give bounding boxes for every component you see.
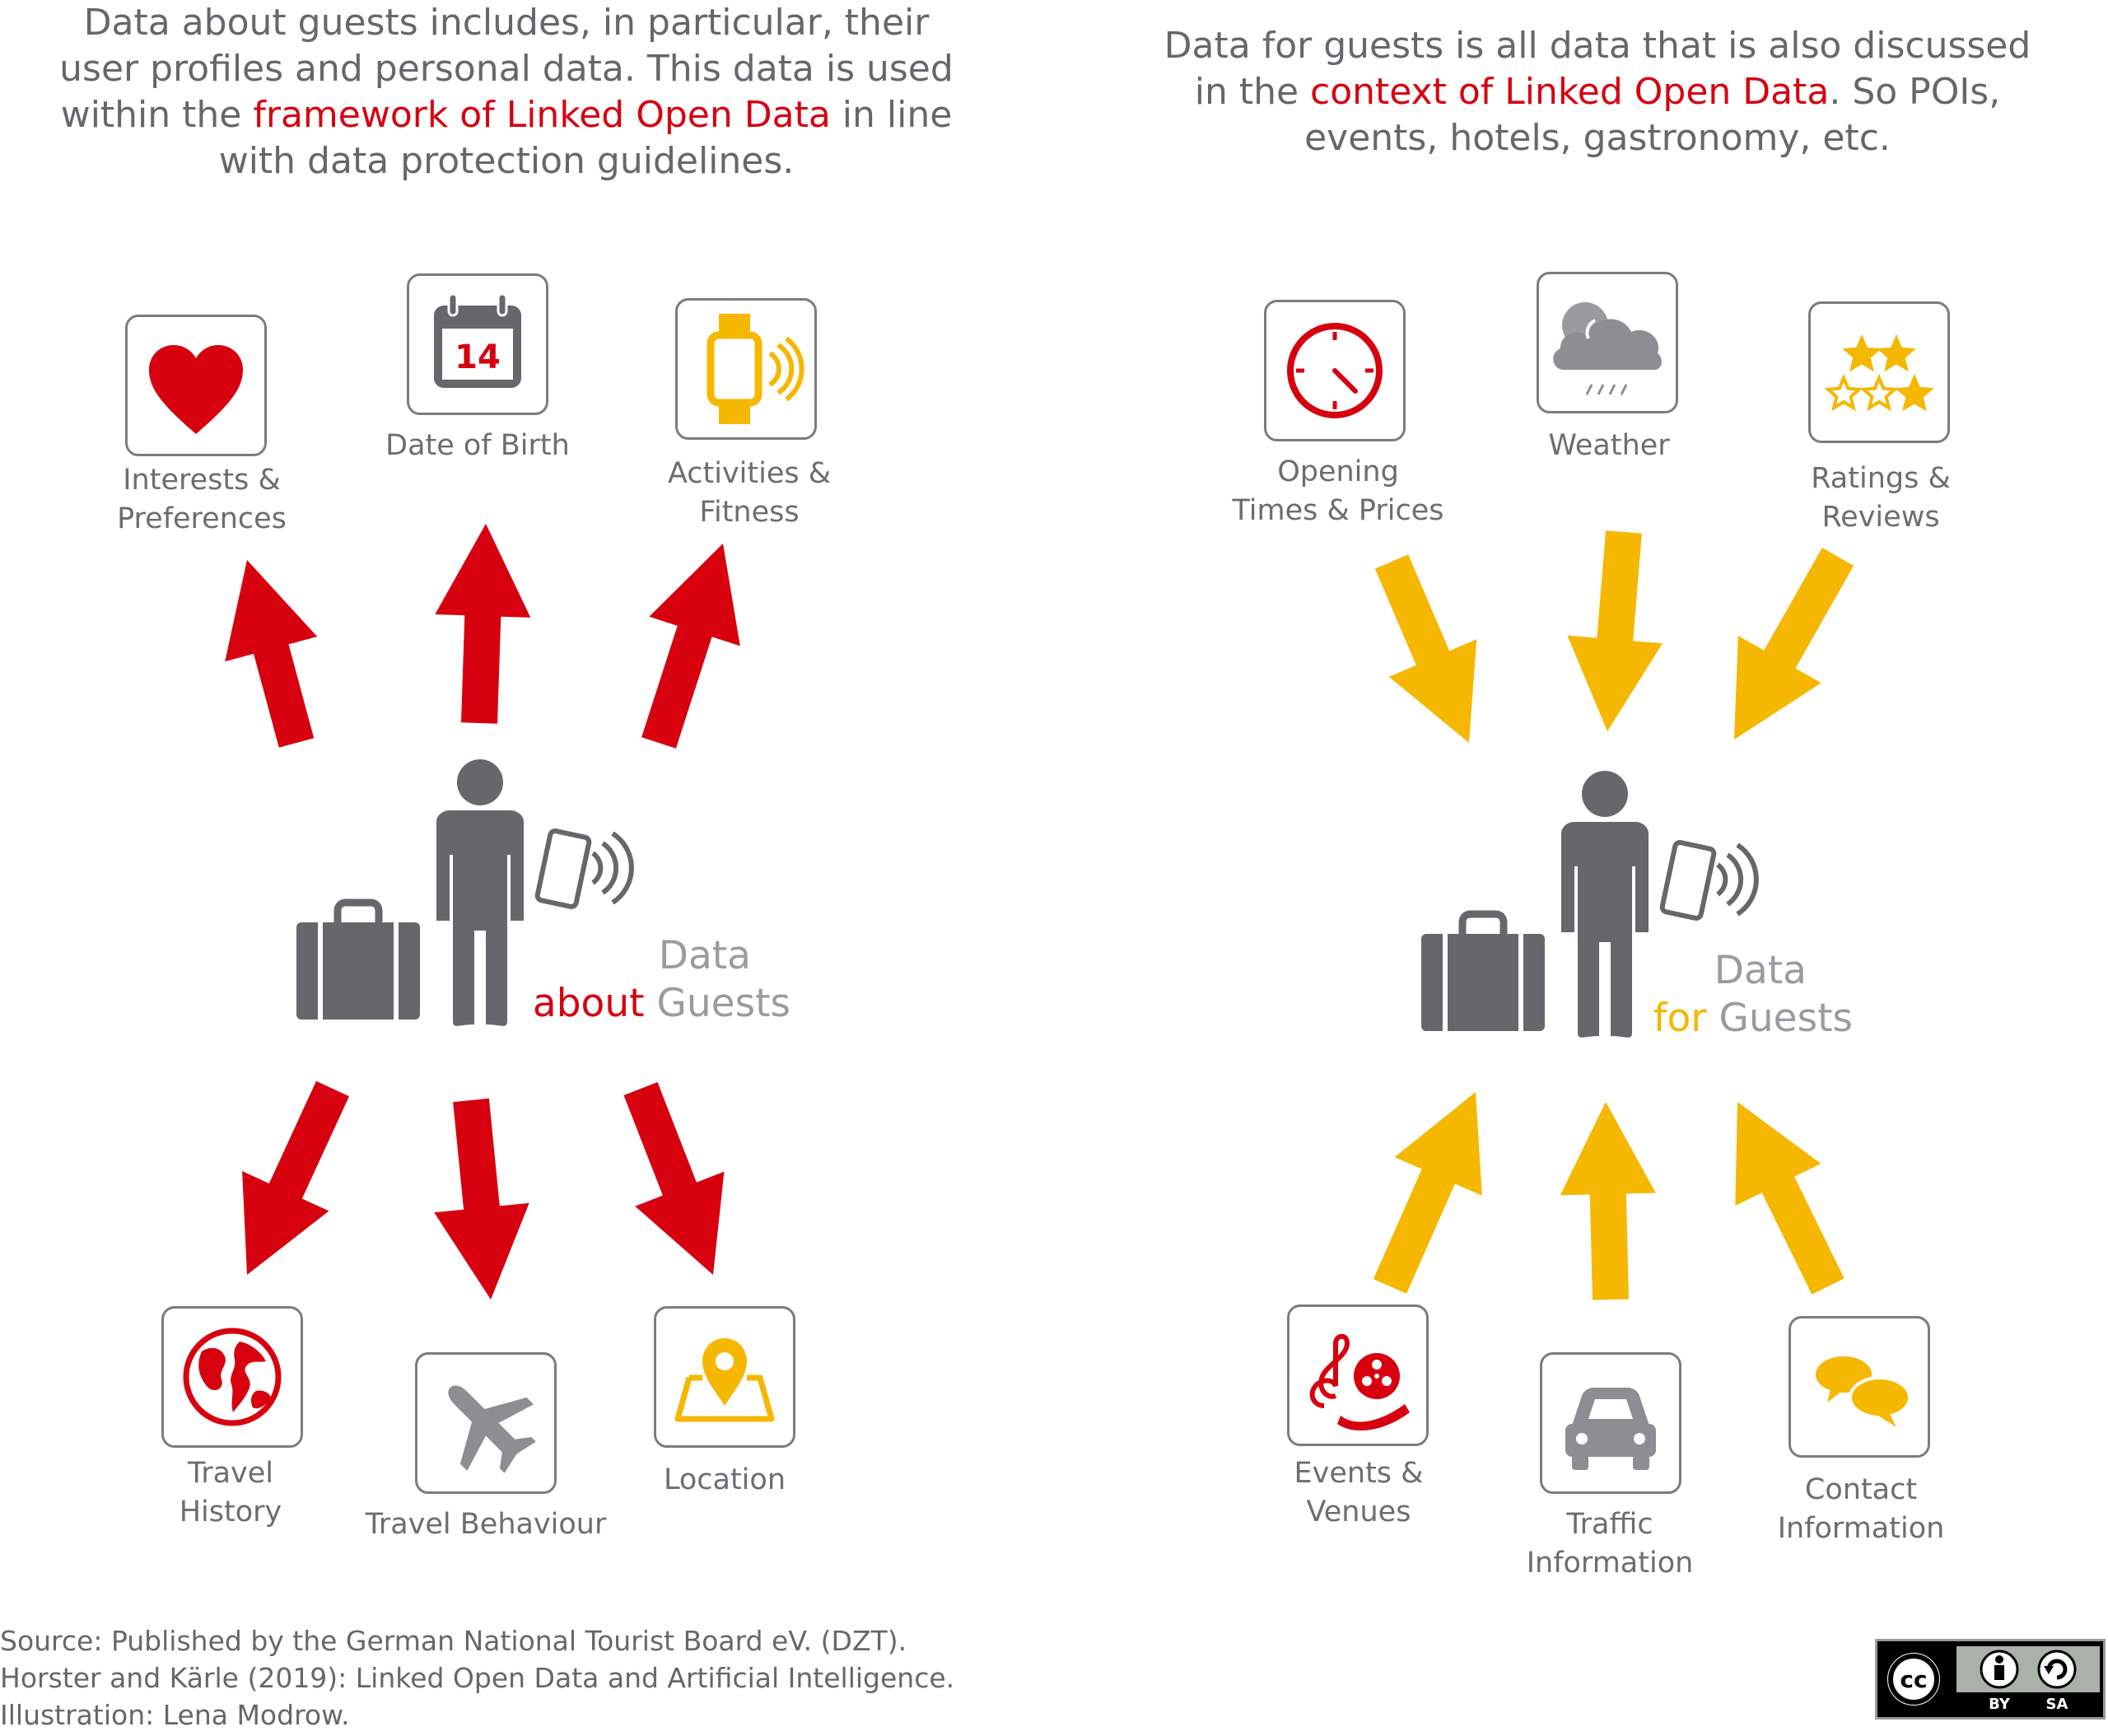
ratings-box xyxy=(1808,301,1950,443)
arrow-from-opening-times xyxy=(1374,554,1477,743)
cc-by-sa-icon: cc BY SA xyxy=(1875,1639,2106,1720)
music-film-icon xyxy=(1309,1333,1410,1431)
clock-icon xyxy=(1287,323,1383,418)
star-icon xyxy=(1895,373,1934,412)
left-traveler-figure xyxy=(296,759,634,1026)
arrow-from-contact xyxy=(1735,1102,1844,1295)
chat-bubbles-icon xyxy=(1816,1356,1911,1427)
date-of-birth-label: Date of Birth xyxy=(385,429,570,462)
location-label: Location xyxy=(663,1463,786,1496)
right-traveler-figure xyxy=(1421,771,1759,1038)
arrow-from-traffic xyxy=(1560,1102,1656,1300)
left-heading: Data about guests includes, in particula… xyxy=(59,2,954,182)
contact-label: Contact Information xyxy=(1777,1473,1945,1545)
calendar-icon: 14 xyxy=(434,292,521,388)
globe-icon xyxy=(183,1328,282,1426)
arrow-to-travel-history xyxy=(242,1080,349,1275)
activities-label: Activities & Fitness xyxy=(667,457,832,529)
star-icon xyxy=(1824,373,1863,412)
arrow-to-location xyxy=(623,1082,725,1275)
location-box xyxy=(654,1306,795,1448)
activities-box xyxy=(675,298,817,440)
airplane-icon xyxy=(448,1385,536,1473)
right-heading: Data for guests is all data that is also… xyxy=(1164,25,2031,159)
contact-box xyxy=(1789,1316,1930,1458)
person-icon xyxy=(1561,771,1649,1038)
travel-history-box xyxy=(161,1306,303,1448)
phone-signal-icon xyxy=(1659,840,1759,921)
events-box xyxy=(1287,1304,1429,1446)
travel-behaviour-label: Travel Behaviour xyxy=(365,1508,607,1541)
opening-times-box xyxy=(1264,300,1406,441)
right-heading-highlight: context of Linked Open Data xyxy=(1310,71,1830,113)
right-center-label: Data for Guests xyxy=(1653,948,1853,1041)
about-accent: about xyxy=(532,981,645,1026)
suitcase-icon xyxy=(1421,910,1545,1031)
weather-box xyxy=(1537,272,1678,413)
interests-label: Interests & Preferences xyxy=(117,464,287,535)
travel-history-label: Travel History xyxy=(179,1457,282,1528)
arrow-from-weather xyxy=(1567,530,1663,731)
arrow-to-activities xyxy=(641,544,740,749)
opening-times-label: Opening Times & Prices xyxy=(1232,455,1444,527)
left-heading-highlight: framework of Linked Open Data xyxy=(253,94,831,136)
heart-icon xyxy=(149,345,243,434)
left-center-label: Data about Guests xyxy=(532,933,790,1026)
suitcase-icon xyxy=(296,898,420,1020)
arrow-to-interests xyxy=(225,560,318,748)
car-icon xyxy=(1565,1388,1656,1470)
ratings-label: Ratings & Reviews xyxy=(1811,462,1951,534)
traffic-box xyxy=(1540,1352,1681,1494)
star-icon xyxy=(1877,334,1916,372)
weather-label: Weather xyxy=(1548,429,1670,462)
svg-text:cc: cc xyxy=(1900,1666,1927,1693)
star-icon xyxy=(1842,334,1882,372)
calendar-day: 14 xyxy=(455,338,501,376)
svg-text:SA: SA xyxy=(2046,1696,2068,1713)
arrow-to-date-of-birth xyxy=(435,524,531,724)
arrow-to-travel-behaviour xyxy=(434,1098,529,1300)
map-pin-icon xyxy=(674,1338,775,1422)
star-icon xyxy=(1859,373,1899,412)
person-icon xyxy=(436,759,524,1026)
source-credit: Source: Published by the German National… xyxy=(0,1625,955,1731)
date-of-birth-box: 14 xyxy=(407,273,548,415)
arrow-from-events xyxy=(1373,1092,1482,1294)
svg-text:BY: BY xyxy=(1989,1696,2011,1713)
for-accent: for xyxy=(1653,996,1707,1041)
phone-signal-icon xyxy=(534,828,634,909)
traffic-label: Traffic Information xyxy=(1526,1508,1694,1580)
travel-behaviour-box xyxy=(415,1352,557,1494)
arrow-from-ratings xyxy=(1734,548,1854,740)
interests-box xyxy=(125,315,267,456)
stars-icon xyxy=(1824,334,1934,412)
cloud-icon xyxy=(1553,302,1662,395)
smartwatch-icon xyxy=(707,314,804,424)
events-label: Events & Venues xyxy=(1294,1457,1424,1528)
